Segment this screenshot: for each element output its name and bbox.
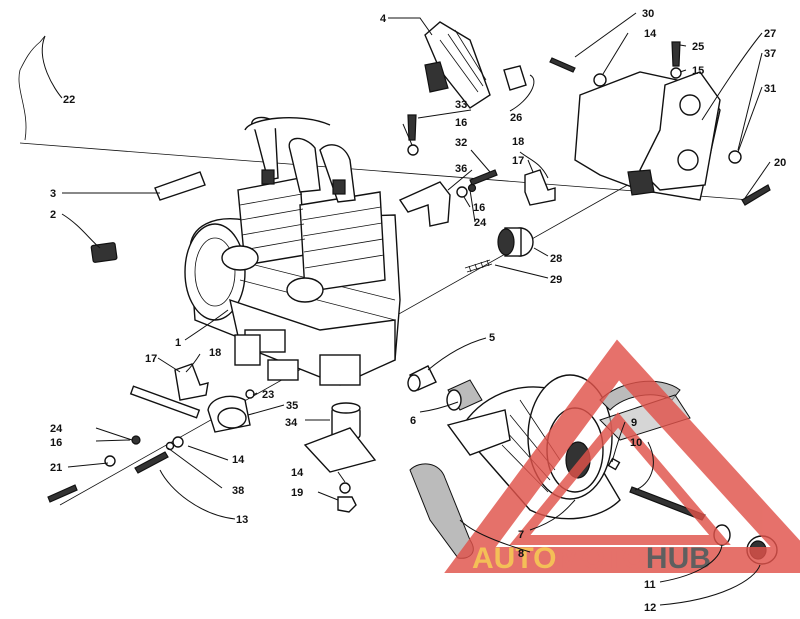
callout-24-left: 24 (50, 423, 63, 435)
washer-16-left (104, 455, 116, 467)
bolt-30 (549, 57, 576, 73)
bolt-21 (47, 484, 78, 503)
callout-7: 7 (518, 529, 524, 541)
nut-19 (337, 496, 357, 513)
callout-1: 1 (175, 337, 181, 349)
rubber-mount-35 (207, 395, 251, 433)
callout-27: 27 (764, 28, 776, 40)
callout-35: 35 (286, 400, 298, 412)
bolt-33 (407, 114, 417, 141)
callout-5: 5 (489, 332, 495, 344)
lockwasher-24-mid (467, 183, 477, 193)
bracket-36 (398, 181, 451, 227)
callout-33: 33 (455, 99, 467, 111)
callout-14-low: 14 (291, 467, 304, 479)
callout-4: 4 (380, 13, 387, 25)
callout-18-left: 18 (209, 347, 221, 359)
callout-10: 10 (630, 437, 642, 449)
mount-pad (303, 427, 377, 473)
callout-14-top: 14 (644, 28, 657, 40)
engine-mount-plate (574, 71, 721, 201)
plate-2 (90, 242, 118, 263)
callout-3: 3 (50, 188, 56, 200)
callout-labels: 1 2 3 4 5 6 7 8 9 10 11 12 13 14 14 14 1… (50, 8, 786, 614)
callout-32: 32 (455, 137, 467, 149)
spacer-5 (407, 365, 437, 392)
callout-22: 22 (63, 94, 75, 106)
spring-clip-22 (18, 35, 46, 141)
watermark-hub: HUB (646, 542, 711, 575)
nut-37 (728, 150, 742, 164)
callout-31: 31 (764, 83, 776, 95)
callout-34: 34 (285, 417, 298, 429)
washer-14-low (339, 482, 351, 494)
washer-16-mid (456, 186, 468, 198)
callout-24-mid: 24 (474, 217, 487, 229)
callout-19: 19 (291, 487, 303, 499)
key-9 (607, 457, 621, 471)
callout-12: 12 (644, 602, 656, 614)
bolt-32 (469, 169, 498, 186)
callout-36: 36 (455, 163, 467, 175)
callout-23: 23 (262, 389, 274, 401)
rail (129, 385, 201, 419)
clip-26 (503, 65, 527, 91)
spacer-6 (446, 379, 483, 411)
callout-15: 15 (692, 65, 704, 77)
callout-11: 11 (644, 579, 656, 591)
washer-14-left (172, 436, 184, 448)
washer-16-top (407, 144, 419, 156)
bolt-20 (741, 184, 771, 206)
leader-lines (41, 12, 771, 606)
callout-18-right: 18 (512, 136, 524, 148)
watermark-text: AUTOMOTOHUB (472, 542, 711, 575)
nut-15 (670, 67, 682, 79)
bolt-25 (671, 41, 681, 67)
axis-line (19, 142, 751, 201)
callout-30: 30 (642, 8, 654, 20)
callout-2: 2 (50, 209, 56, 221)
callout-25: 25 (692, 41, 704, 53)
callout-16-top: 16 (455, 117, 467, 129)
decal-3 (154, 171, 206, 201)
callout-21: 21 (50, 462, 62, 474)
callout-16-left: 16 (50, 437, 62, 449)
clip-17-18-right (524, 169, 556, 206)
lockwasher-24-left (131, 435, 141, 445)
spring-29 (464, 259, 493, 273)
bolt-13 (134, 451, 169, 474)
callout-16-mid: 16 (473, 202, 485, 214)
bracket-4 (424, 21, 491, 109)
washer-14-top (593, 73, 607, 87)
callout-17-right: 17 (512, 155, 524, 167)
washer-38 (165, 441, 175, 451)
engine-block (184, 116, 401, 386)
callout-17-left: 17 (145, 353, 157, 365)
clip-17-18-left (174, 363, 209, 401)
callout-14-left: 14 (232, 454, 245, 466)
callout-8: 8 (518, 548, 524, 560)
sleeve-28 (497, 227, 534, 257)
callout-37: 37 (764, 48, 776, 60)
callout-29: 29 (550, 274, 562, 286)
callout-38: 38 (232, 485, 244, 497)
callout-20: 20 (774, 157, 786, 169)
callout-6: 6 (410, 415, 416, 427)
nut-23 (245, 389, 255, 399)
callout-13: 13 (236, 514, 248, 526)
callout-26: 26 (510, 112, 522, 124)
callout-9: 9 (631, 417, 637, 429)
watermark-moto: MOTO (556, 542, 645, 575)
callout-28: 28 (550, 253, 562, 265)
automotohub-watermark: AUTOMOTOHUB (444, 339, 800, 575)
